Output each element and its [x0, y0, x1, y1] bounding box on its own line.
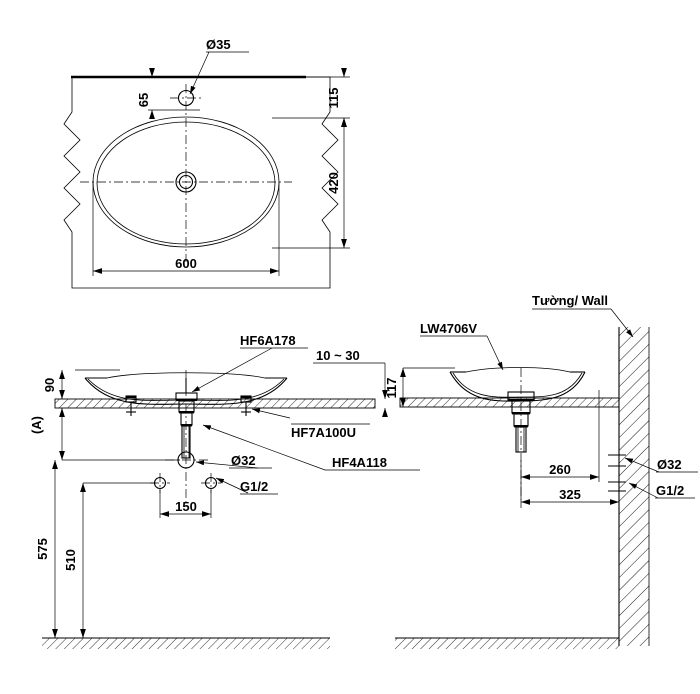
counter-slab-front — [54, 398, 376, 409]
dim420-label: 420 — [326, 172, 341, 194]
dim115-label: 115 — [326, 88, 341, 109]
g12-right-leader — [628, 482, 659, 499]
dim117-label: 117 — [384, 378, 399, 399]
floor-hatch-side — [395, 638, 619, 649]
dim260-label: 260 — [549, 462, 571, 477]
drain-hole-inner-plan — [178, 174, 194, 190]
lw4706v-leader — [486, 335, 504, 371]
counter-outline-plan — [63, 76, 339, 289]
dim90-label: 90 — [42, 378, 57, 392]
front-section-group: HF6A178 HF7A100U HF4A118 10 ~ 30 90 (A) … — [29, 333, 420, 649]
dia32-left-leader — [195, 460, 259, 469]
hf7a100u-label: HF7A100U — [291, 425, 356, 440]
basin-profile-side-inner — [452, 372, 583, 398]
plan-view-group: Ø35 65 115 420 600 — [63, 37, 350, 289]
dim65-label: 65 — [136, 93, 151, 107]
lw4706v-label: LW4706V — [420, 321, 477, 336]
side-section-group: Tường/ Wall LW4706V 117 260 325 Ø32 G1/2 — [384, 293, 698, 649]
g12-right-label: G1/2 — [656, 483, 684, 498]
mounting-bolt-right — [240, 395, 252, 416]
wall-callout-leader — [610, 308, 634, 338]
hf6a178-label: HF6A178 — [240, 333, 296, 348]
wall-callout-label: Tường/ Wall — [532, 293, 608, 308]
dim510-label: 510 — [63, 549, 78, 571]
dimA-label: (A) — [29, 416, 44, 434]
hf6a178-leader — [191, 347, 273, 393]
dia32-right-label: Ø32 — [657, 457, 682, 472]
wall-hatch — [619, 327, 649, 646]
g12-left-label: G1/2 — [240, 479, 268, 494]
dia35-leader — [189, 51, 210, 95]
dim325-label: 325 — [559, 487, 581, 502]
dia32-left-label: Ø32 — [231, 453, 256, 468]
floor-hatch-front — [42, 638, 330, 649]
counter-slab-side — [399, 397, 620, 408]
basin-rim-curve-side — [465, 367, 571, 373]
wall-supply-penetration — [608, 481, 626, 492]
drain-assembly-front — [175, 378, 198, 459]
hf4a118-label: HF4A118 — [332, 455, 387, 470]
dim150-label: 150 — [175, 499, 197, 514]
hf7a100u-leader — [251, 408, 291, 419]
dim575-label: 575 — [35, 538, 50, 560]
g12-left-leader — [215, 477, 249, 494]
hf4a118-leader — [202, 424, 420, 471]
dia35-label: Ø35 — [206, 37, 231, 52]
mounting-bolt-left — [125, 395, 137, 416]
drain-hole-outer-plan — [175, 171, 197, 193]
dim600-label: 600 — [175, 256, 197, 271]
dia32-right-leader — [624, 457, 660, 473]
dim1030-label: 10 ~ 30 — [316, 348, 360, 363]
wall-drain-penetration — [608, 454, 626, 467]
